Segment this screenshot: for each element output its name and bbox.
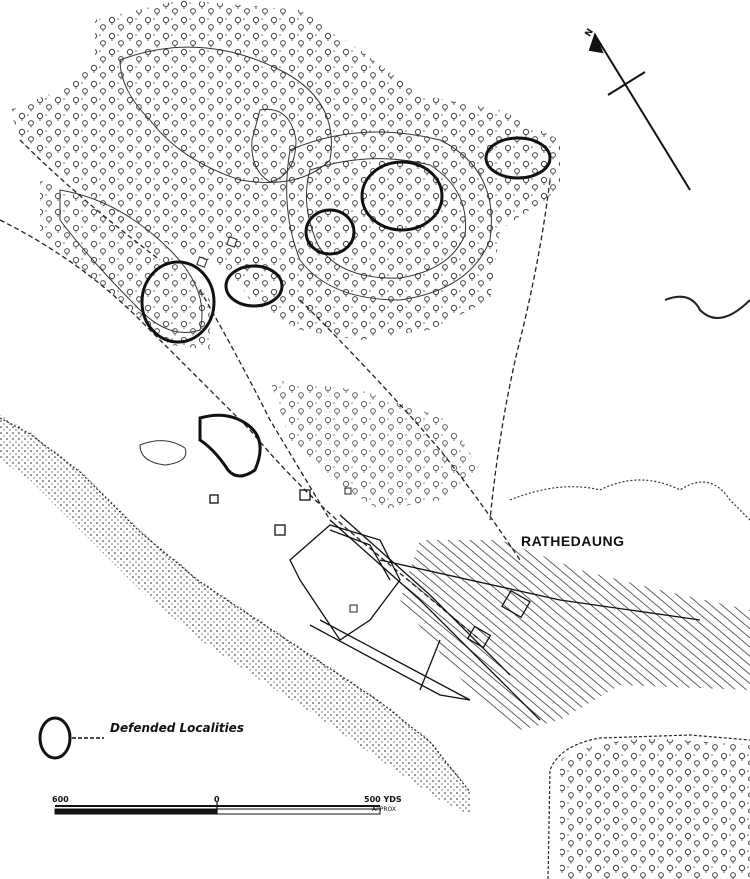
paddy-fields [209, 489, 531, 701]
coastal-sand-band [0, 415, 470, 815]
legend-label: Defended Localities [110, 721, 244, 735]
northern-woodland [10, 0, 560, 340]
eastern-river [664, 295, 750, 319]
eastern-river-bank [509, 479, 750, 521]
defended-localities [140, 136, 552, 478]
southeast-woodland [560, 739, 750, 879]
scale-right-label: 500 YDS [364, 795, 402, 804]
town-label-rathedaung: RATHEDAUNG [521, 533, 625, 549]
southeast-woodland-edge [547, 734, 750, 879]
legend-symbol [38, 716, 104, 760]
central-woodland [270, 380, 480, 510]
town-built-up-area [400, 540, 750, 730]
huts [196, 236, 358, 613]
scale-mid-label: 0 [214, 795, 220, 804]
western-woodland [40, 180, 210, 350]
scale-left-label: 600 [52, 795, 69, 804]
scale-approx-label: APPROX [372, 806, 396, 813]
coast-edge-line [0, 417, 471, 793]
contour-lines [59, 46, 492, 466]
north-arrow [588, 32, 691, 191]
scale-bar [54, 802, 381, 815]
